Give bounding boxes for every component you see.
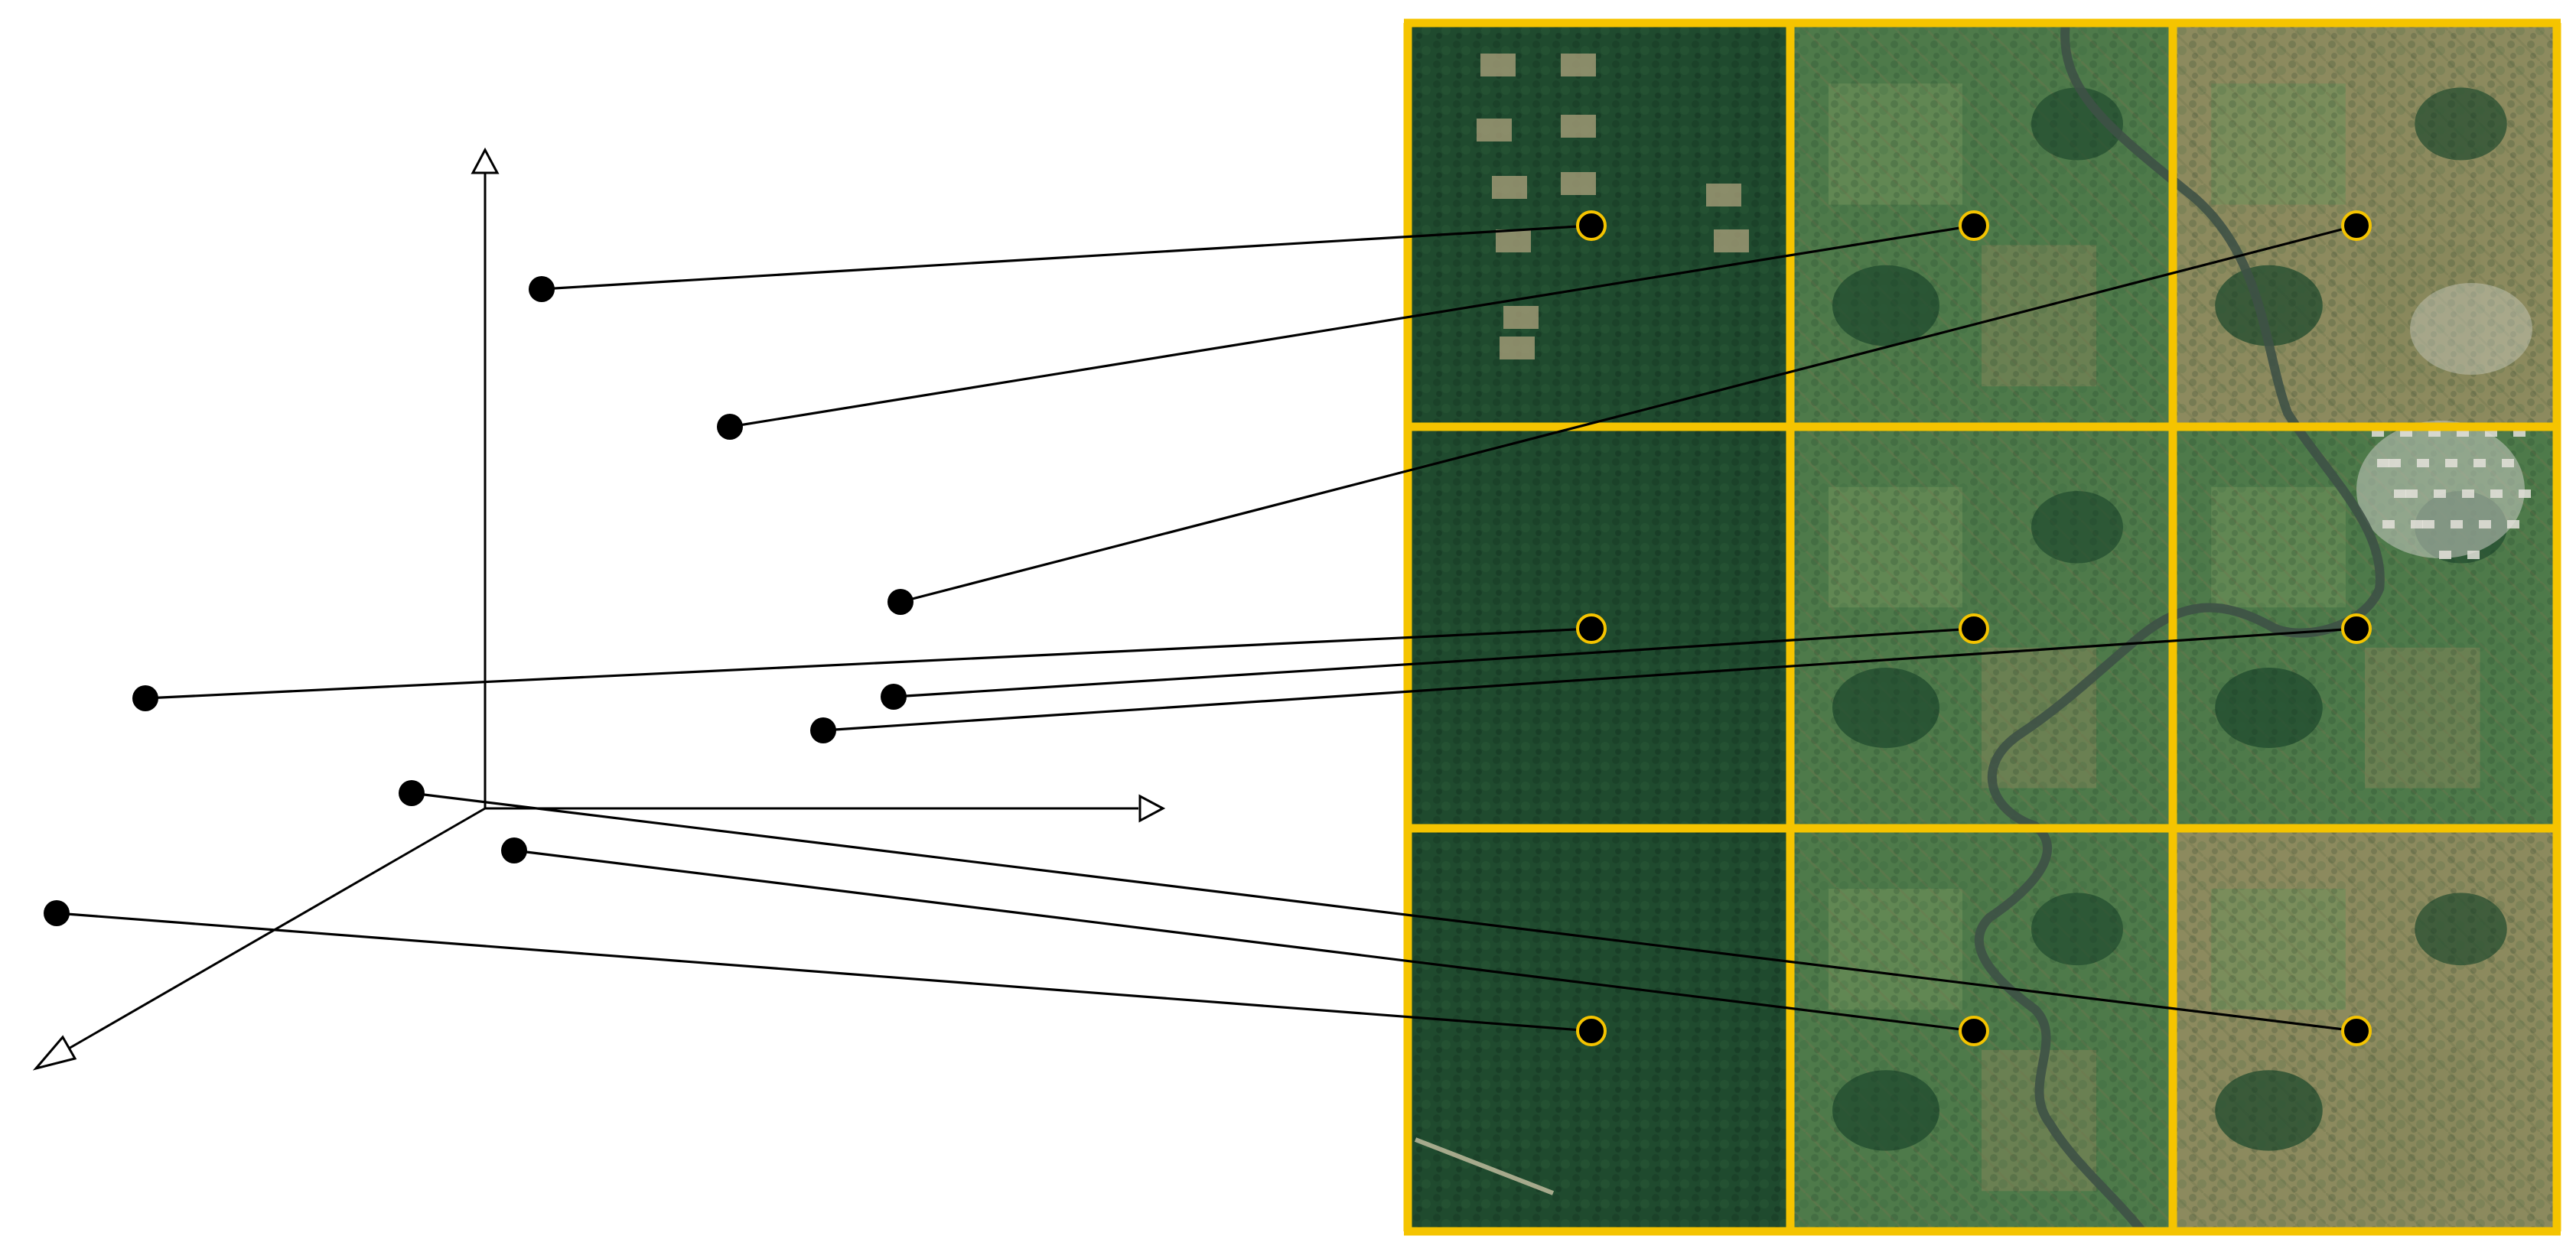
embedding-point-7 — [44, 900, 70, 926]
tile-grid-frame — [1403, 18, 2561, 1236]
tile-marker-2-1 — [1959, 1016, 1989, 1046]
tile-marker-1-1 — [1959, 613, 1989, 644]
embedding-point-6 — [810, 717, 836, 743]
tile-meadow-river — [1790, 427, 2173, 828]
connector-9 — [411, 792, 2357, 1032]
tile-marker-1-0 — [1576, 613, 1607, 644]
tile-marker-0-0 — [1576, 210, 1607, 241]
embedding-point-3 — [887, 589, 913, 615]
embedding-point-2 — [717, 414, 743, 440]
tile-dense-forest — [1408, 427, 1790, 828]
embedding-point-9 — [399, 780, 425, 806]
river — [1974, 23, 2385, 1231]
connector-6 — [822, 627, 2357, 732]
tile-marker-2-2 — [2341, 1016, 2372, 1046]
connector-5 — [893, 627, 1975, 698]
tile-marker-2-0 — [1576, 1016, 1607, 1046]
connector-7 — [56, 912, 1592, 1032]
connector-2 — [729, 224, 1975, 428]
connector-4 — [145, 627, 1592, 700]
tile-markers — [1576, 210, 2372, 1046]
embedding-point-4 — [132, 685, 158, 711]
embedding-axes — [32, 147, 1166, 1071]
village — [2356, 283, 2532, 559]
connector-lines — [56, 224, 2357, 1032]
tile-marker-0-1 — [1959, 210, 1989, 241]
embedding-point-5 — [881, 684, 907, 710]
road — [1414, 1137, 1555, 1195]
embedding-point-8 — [501, 837, 527, 863]
connector-1 — [541, 224, 1592, 291]
forest-clearings — [1477, 54, 1749, 359]
embedding-points — [44, 276, 913, 926]
z-axis-arrowhead — [32, 1035, 77, 1071]
connector-3 — [900, 224, 2357, 603]
x-axis-arrowhead — [1138, 794, 1166, 823]
embedding-point-1 — [529, 276, 555, 302]
tile-marker-1-2 — [2341, 613, 2372, 644]
tile-strip-fields — [2173, 828, 2557, 1231]
tile-marker-0-2 — [2341, 210, 2372, 241]
y-axis-arrowhead — [471, 147, 500, 174]
connector-8 — [513, 849, 1975, 1032]
